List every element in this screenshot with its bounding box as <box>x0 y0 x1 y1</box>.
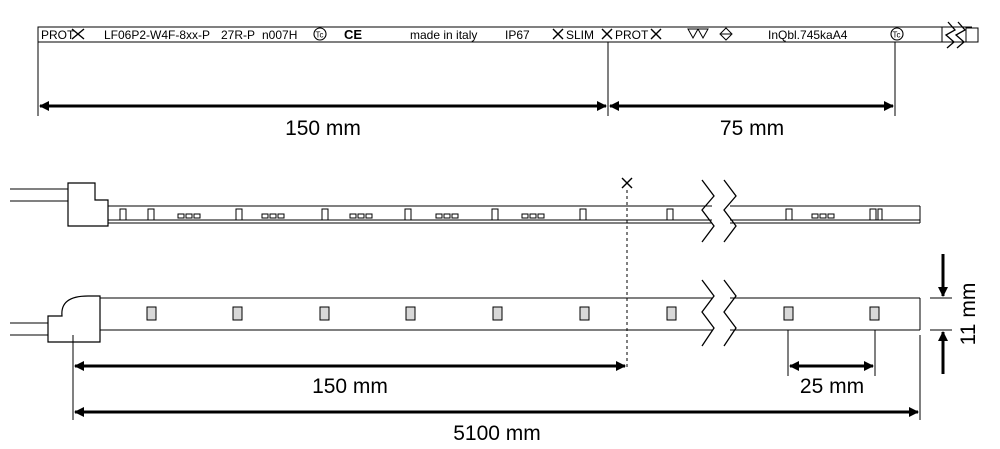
led-row <box>146 306 880 321</box>
lot-text: n007H <box>262 28 297 42</box>
total-length-dimension: 5100 mm <box>453 422 541 445</box>
label-strip: PROT LF06P2-W4F-8xx-P 27R-P n007H Tc CE … <box>37 21 979 49</box>
component-row <box>119 208 883 221</box>
prot-right-text: PROT <box>615 28 649 42</box>
scissors-icon <box>601 28 613 40</box>
break-mark-icon <box>701 179 715 243</box>
diamond-cert-icon <box>719 27 733 41</box>
width-label: 11 mm <box>957 283 980 346</box>
scissors-icon <box>552 28 564 40</box>
code-text: LF06P2-W4F-8xx-P <box>104 28 210 42</box>
ce-mark-icon: CE <box>344 27 362 42</box>
scissors-icon <box>650 28 662 40</box>
svg-text:Tc: Tc <box>316 31 324 40</box>
top-dimensions: 150 mm 75 mm <box>37 42 896 140</box>
top-cut-dimension: 150 mm <box>285 117 361 140</box>
cut-length-dimension: 150 mm <box>312 375 388 398</box>
variant-text: 27R-P <box>221 28 255 42</box>
break-mark-icon <box>701 279 715 347</box>
slim-text: SLIM <box>566 28 594 42</box>
tc-cert-icon: Tc <box>890 27 904 41</box>
scissors-icon <box>71 28 85 40</box>
svg-text:CE: CE <box>344 27 362 42</box>
ip-rating-text: IP67 <box>505 28 530 42</box>
bottom-dimensions: 150 mm 25 mm 5100 mm <box>72 330 921 445</box>
double-triangle-icon <box>687 28 709 40</box>
width-dimension: 11 mm <box>930 254 980 374</box>
scissors-icon <box>621 177 633 189</box>
top-pitch-dimension: 75 mm <box>720 117 784 140</box>
tc-cert-icon: Tc <box>313 27 327 41</box>
inqbl-text: InQbl.745kaA4 <box>768 28 848 42</box>
break-mark-icon <box>944 21 957 49</box>
strip-front-view <box>10 279 921 347</box>
led-pitch-dimension: 25 mm <box>800 375 864 398</box>
svg-text:Tc: Tc <box>893 31 901 40</box>
prot-left-text: PROT <box>41 28 75 42</box>
strip-side-view <box>10 177 921 243</box>
made-in-text: made in italy <box>410 28 477 42</box>
